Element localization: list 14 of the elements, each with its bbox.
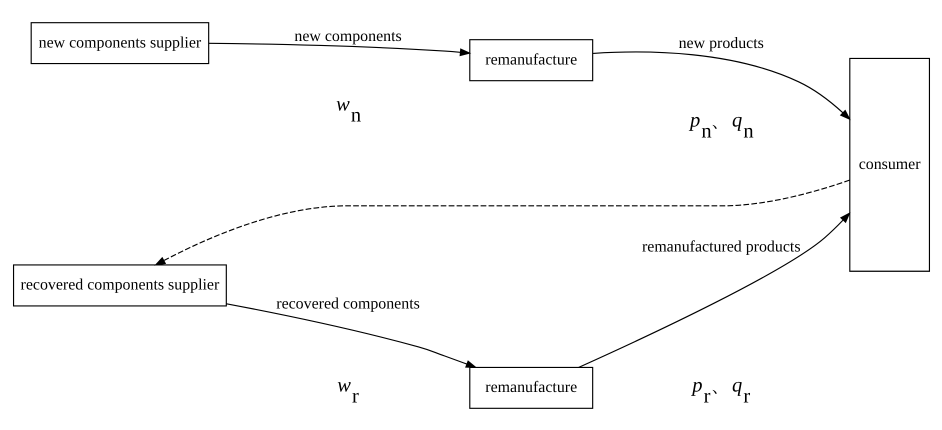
arrow xyxy=(226,302,477,368)
edge-label: remanufactured products xyxy=(641,238,800,256)
node-box: remanufacture xyxy=(468,366,593,408)
arrow xyxy=(592,50,850,120)
arrow xyxy=(208,42,471,56)
edge-label: recovered components xyxy=(276,294,420,312)
edge-label: new products xyxy=(678,34,764,52)
node-box: recovered components supplier xyxy=(12,264,226,306)
arrow xyxy=(154,179,850,266)
node-box: consumer xyxy=(848,57,930,272)
edge-label: new components xyxy=(294,28,402,45)
node-box: remanufacture xyxy=(468,38,593,81)
node-box: new components supplier xyxy=(30,22,209,64)
arrow xyxy=(578,212,850,368)
